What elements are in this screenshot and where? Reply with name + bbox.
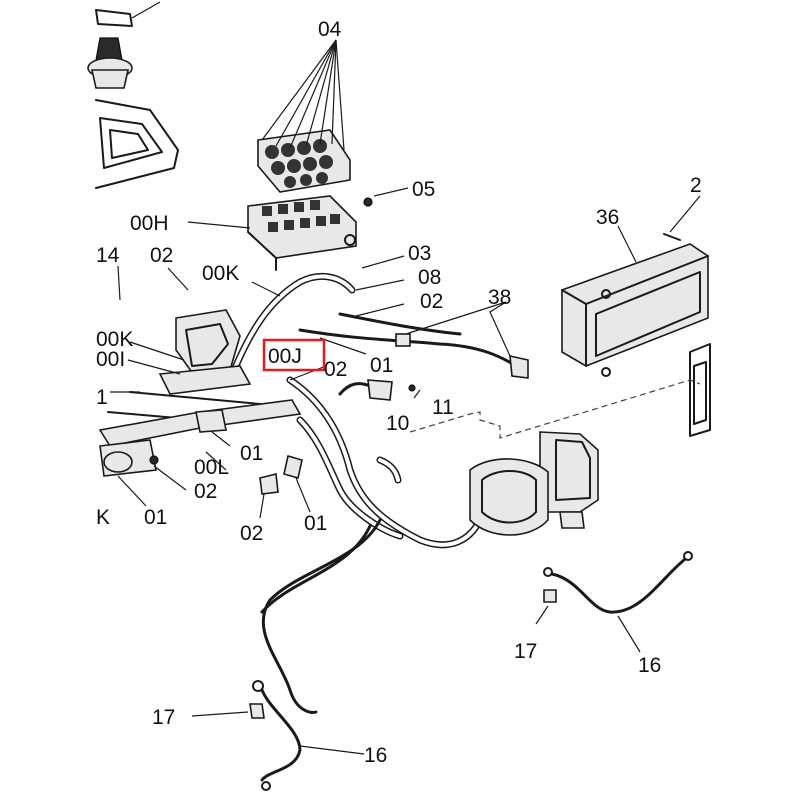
lower-bracket bbox=[98, 399, 302, 477]
callout-00L: 00L bbox=[194, 456, 229, 479]
dashed-boundary bbox=[409, 379, 701, 439]
callout-00H: 00H bbox=[130, 212, 169, 235]
callout-02-mid: 02 bbox=[324, 358, 347, 381]
callout-02-top: 02 bbox=[150, 244, 173, 267]
callout-17-right: 17 bbox=[514, 640, 537, 663]
connector-02-low bbox=[149, 454, 303, 495]
highlight-box-00J bbox=[262, 338, 326, 372]
leader-00H bbox=[187, 221, 251, 229]
callout-08: 08 bbox=[418, 266, 441, 289]
callout-05: 05 bbox=[412, 178, 435, 201]
callout-1: 1 bbox=[96, 386, 108, 409]
leader-36 bbox=[617, 225, 637, 263]
screw-05 bbox=[363, 187, 409, 207]
callout-16-left: 16 bbox=[364, 744, 387, 767]
bracket-right bbox=[689, 343, 711, 437]
callout-17-left: 17 bbox=[152, 706, 175, 729]
callout-04: 04 bbox=[318, 18, 342, 41]
callout-2: 2 bbox=[690, 174, 702, 197]
callout-10: 10 bbox=[386, 412, 409, 435]
callout-K: K bbox=[96, 506, 110, 529]
callout-02-right: 02 bbox=[420, 290, 443, 313]
cable-16-right bbox=[543, 551, 693, 614]
callout-01-right: 01 bbox=[304, 512, 327, 535]
callout-03: 03 bbox=[408, 242, 431, 265]
callout-00I: 00I bbox=[96, 348, 125, 371]
callout-00J: 00J bbox=[268, 345, 302, 368]
harness-branch-38 bbox=[298, 301, 529, 379]
fuse-block-04 bbox=[257, 129, 351, 193]
top-left-plate bbox=[95, 99, 179, 189]
callout-01-low: 01 bbox=[240, 442, 263, 465]
callout-01-bottom: 01 bbox=[144, 506, 167, 529]
callout-38: 38 bbox=[488, 286, 511, 309]
bolt-2 bbox=[663, 195, 701, 241]
top-left-knob bbox=[87, 37, 133, 89]
callout-00K-top: 00K bbox=[202, 262, 239, 285]
callout-02-bottom: 02 bbox=[240, 522, 263, 545]
actuator-right bbox=[469, 431, 599, 536]
callout-00K-left: 00K bbox=[96, 328, 133, 351]
relay-box-00H bbox=[247, 195, 357, 271]
callout-11: 11 bbox=[432, 396, 454, 419]
cable-16-left bbox=[249, 518, 382, 791]
callout-36: 36 bbox=[596, 206, 619, 229]
callout-leaders bbox=[110, 255, 641, 755]
callout-16-right: 16 bbox=[638, 654, 661, 677]
callout-02-low: 02 bbox=[194, 480, 217, 503]
callout-01-mid: 01 bbox=[370, 354, 393, 377]
cooler-36 bbox=[561, 243, 709, 377]
leaders-04 bbox=[261, 39, 345, 151]
connector-10 bbox=[338, 379, 416, 401]
top-left-bracket bbox=[95, 1, 161, 27]
callout-14: 14 bbox=[96, 244, 120, 267]
mount-bracket-left bbox=[107, 309, 261, 421]
